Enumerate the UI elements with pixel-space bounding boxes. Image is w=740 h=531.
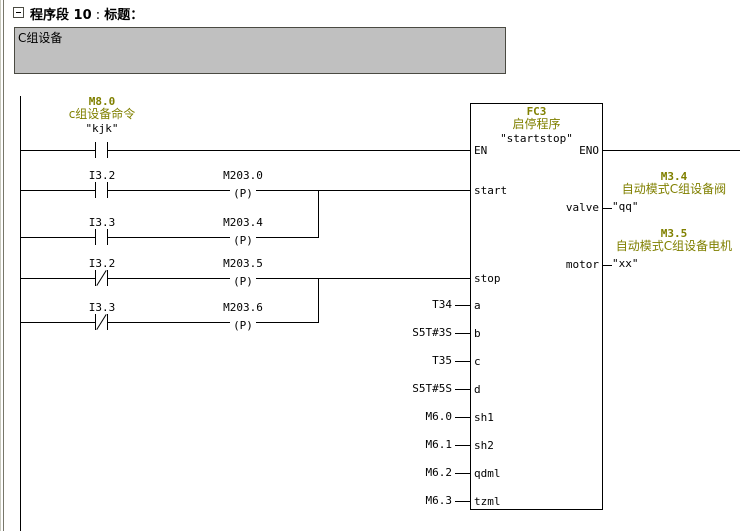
fc3-block[interactable] [470, 103, 603, 510]
stub-qdml [455, 473, 470, 474]
edge-coil-label: (P) [233, 275, 253, 288]
stub-a [455, 305, 470, 306]
network-title[interactable]: 程序段 10 : 标题： [30, 4, 143, 23]
edge-coil-label: (P) [233, 234, 253, 247]
block-comment: 启停程序 [512, 117, 561, 131]
operand-s5t5s[interactable]: S5T#5S [412, 382, 452, 395]
edge-coil-m2030[interactable]: (P) [230, 182, 256, 200]
window-left-edge-dark [3, 0, 4, 531]
stop-branch-0-contact-address[interactable]: I3.2 [88, 257, 116, 270]
stub-tzml [455, 501, 470, 502]
rung3-wire [20, 237, 318, 238]
network-title-colon: : [91, 8, 105, 23]
pin-qdml: qdml [474, 467, 501, 480]
contact-no-i33[interactable] [95, 229, 108, 245]
start-branch-0-coil-address[interactable]: M203.0 [223, 169, 263, 182]
contact-bar [107, 270, 108, 286]
contact-bar [95, 270, 96, 286]
rung5-wire [20, 322, 318, 323]
pin-b: b [474, 327, 481, 340]
block-en-pin: EN [474, 144, 488, 157]
stub-sh1 [455, 417, 470, 418]
operand-m62[interactable]: M6.2 [425, 466, 453, 479]
stop-branch-0-coil-address[interactable]: M203.5 [223, 257, 263, 270]
output-valve-address[interactable]: M3.4 [660, 170, 688, 183]
stub-sh2 [455, 445, 470, 446]
contact-bar [95, 314, 96, 330]
stub-d [455, 389, 470, 390]
network-title-label: 标题： [104, 8, 144, 23]
block-address: FC3 [526, 105, 547, 118]
stub-valve [603, 208, 612, 209]
edge-coil-label: (P) [233, 187, 253, 200]
pin-motor: motor [565, 258, 599, 271]
enable-contact-comment: c组设备命令 [68, 107, 136, 121]
output-motor-comment: 自动模式C组设备电机 [615, 239, 733, 253]
operand-m63[interactable]: M6.3 [425, 494, 453, 507]
output-motor-symbol[interactable]: "xx" [612, 257, 639, 270]
edge-coil-m2035[interactable]: (P) [230, 270, 256, 288]
edge-coil-m2036[interactable]: (P) [230, 314, 256, 332]
contact-bar [107, 182, 108, 198]
edge-coil-m2034[interactable]: (P) [230, 229, 256, 247]
rung4-5-merge-wire [318, 278, 319, 323]
nc-slash [96, 270, 107, 286]
pin-stop: stop [474, 272, 501, 285]
pin-sh1: sh1 [474, 411, 494, 424]
contact-bar [107, 229, 108, 245]
start-branch-1-coil-address[interactable]: M203.4 [223, 216, 263, 229]
contact-nc-i33[interactable] [95, 314, 108, 330]
output-valve-comment: 自动模式C组设备阀 [621, 182, 727, 196]
pin-tzml: tzml [474, 495, 501, 508]
output-motor-address[interactable]: M3.5 [660, 227, 688, 240]
output-valve-symbol[interactable]: "qq" [612, 200, 639, 213]
stop-branch-1-coil-address[interactable]: M203.6 [223, 301, 263, 314]
contact-bar [107, 142, 108, 158]
network-comment-box[interactable]: C组设备 [14, 27, 506, 74]
pin-a: a [474, 299, 481, 312]
network-title-number: 程序段 10 [30, 8, 92, 23]
stop-branch-1-contact-address[interactable]: I3.3 [88, 301, 116, 314]
block-symbol: "startstop" [500, 132, 573, 145]
enable-contact-address[interactable]: M8.0 [88, 95, 116, 108]
network-collapse-icon[interactable] [13, 7, 24, 18]
start-branch-1-contact-address[interactable]: I3.3 [88, 216, 116, 229]
contact-bar [95, 182, 96, 198]
rung1-wire [20, 150, 470, 151]
operand-t35[interactable]: T35 [432, 354, 452, 367]
power-rail [20, 96, 21, 531]
start-branch-0-contact-address[interactable]: I3.2 [88, 169, 116, 182]
network-comment-text: C组设备 [18, 31, 63, 45]
operand-m60[interactable]: M6.0 [425, 410, 453, 423]
contact-bar [95, 229, 96, 245]
pin-sh2: sh2 [474, 439, 494, 452]
stub-b [455, 333, 470, 334]
minus-glyph [16, 12, 21, 13]
contact-bar [95, 142, 96, 158]
pin-valve: valve [565, 201, 599, 214]
contact-no-kjk[interactable] [95, 142, 108, 158]
edge-coil-label: (P) [233, 319, 253, 332]
pin-d: d [474, 383, 481, 396]
contact-nc-i32[interactable] [95, 270, 108, 286]
operand-s5t3s[interactable]: S5T#3S [412, 326, 452, 339]
stub-motor [603, 265, 612, 266]
enable-contact-symbol: "kjk" [85, 122, 119, 135]
rung2-3-merge-wire [318, 190, 319, 238]
operand-m61[interactable]: M6.1 [425, 438, 453, 451]
pin-start: start [474, 184, 508, 197]
window-left-edge-light [0, 0, 1, 531]
stub-c [455, 361, 470, 362]
eno-out-wire [603, 150, 740, 151]
operand-t34[interactable]: T34 [432, 298, 452, 311]
contact-no-i32[interactable] [95, 182, 108, 198]
pin-c: c [474, 355, 481, 368]
block-eno-pin: ENO [579, 144, 599, 157]
contact-bar [107, 314, 108, 330]
nc-slash [96, 314, 107, 330]
